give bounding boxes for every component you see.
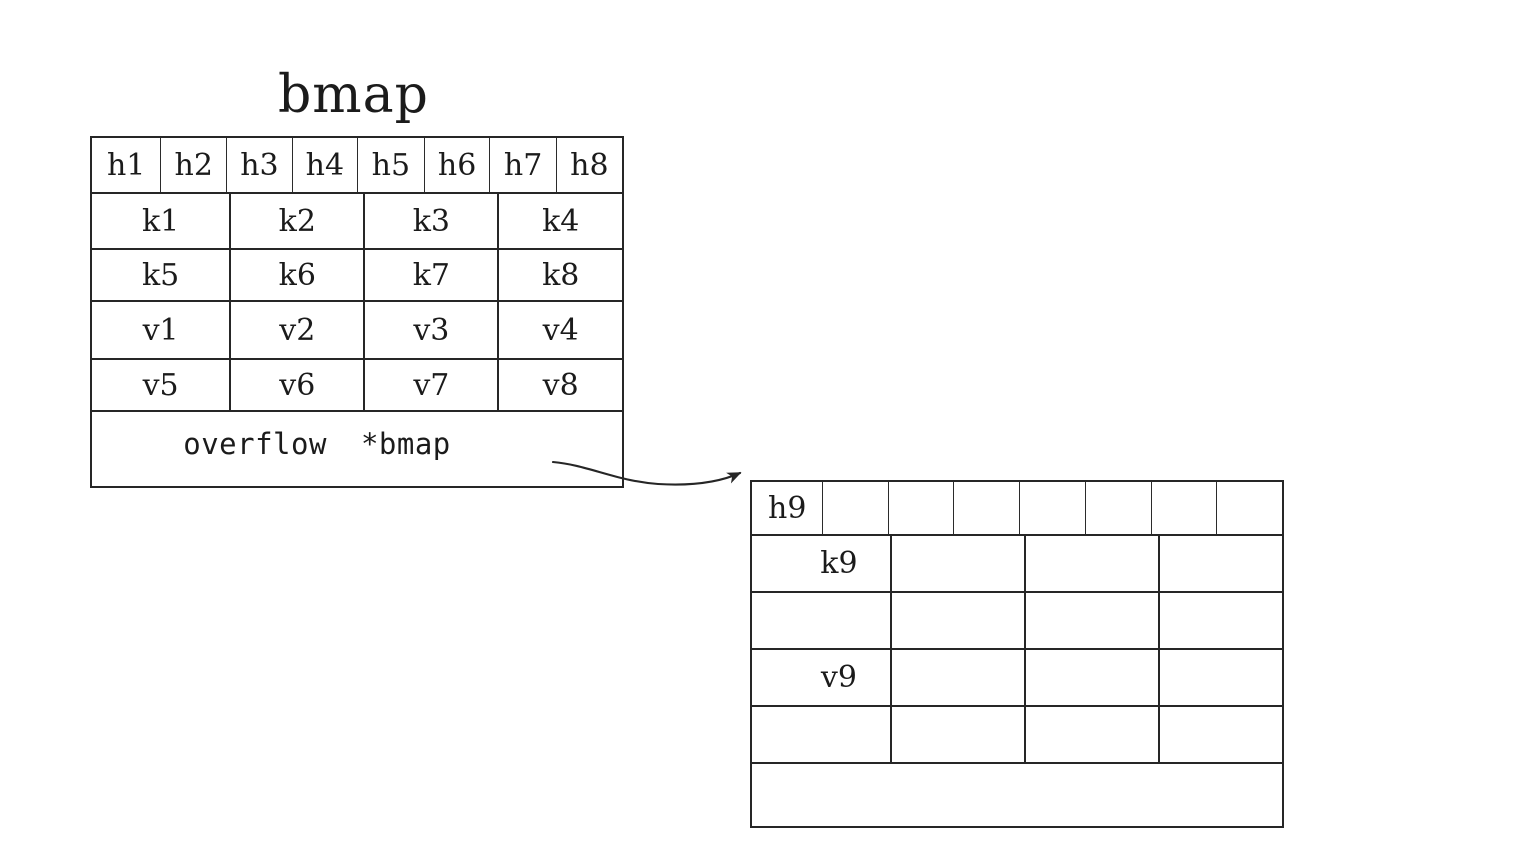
overflow-tophash-cell-7 xyxy=(1150,482,1217,534)
overflow-keys-row-1: k9 xyxy=(752,534,1282,591)
bmap-key-cell-k5: k5 xyxy=(142,257,180,293)
bmap-tophash-cell-8: h8 xyxy=(555,138,622,192)
bmap-struct-table: h1 h2 h3 h4 h5 h6 h7 h8 k1 k2 k3 k4 k5 k… xyxy=(90,136,624,488)
overflow-value-cell-v9: v9 xyxy=(820,660,857,695)
bmap-overflow-cell: overflow *bmap xyxy=(92,412,622,476)
bmap-value-cell-v7: v7 xyxy=(363,360,497,410)
overflow-value-cell-3 xyxy=(1023,650,1158,705)
overflow-value-cell-2 xyxy=(889,650,1024,705)
bmap-value-cell-v8: v8 xyxy=(497,360,622,410)
bmap-tophash-row: h1 h2 h3 h4 h5 h6 h7 h8 xyxy=(92,138,622,192)
overflow-key-cell-2 xyxy=(889,536,1024,591)
bmap-tophash-cell-7: h7 xyxy=(489,138,555,192)
overflow-key-cell-3 xyxy=(1023,536,1158,591)
bmap-tophash-cell-2: h2 xyxy=(160,138,226,192)
overflow-tophash-row: h9 xyxy=(752,482,1282,534)
overflow-tophash-cell-1: h9 xyxy=(768,490,807,526)
bmap-key-cell-k1: k1 xyxy=(142,203,180,239)
bmap-value-cell-v3: v3 xyxy=(363,302,497,358)
overflow-key-cell-k9: k9 xyxy=(820,546,858,581)
bmap-value-cell-v6: v6 xyxy=(229,360,363,410)
overflow-bucket-overflow-cell xyxy=(752,764,1282,824)
overflow-tophash-cell-3 xyxy=(887,482,954,534)
overflow-key-cell-6 xyxy=(889,593,1024,648)
overflow-key-cell-8 xyxy=(1157,593,1282,648)
overflow-pointer-label: *bmap xyxy=(360,427,451,461)
overflow-tophash-cell-5 xyxy=(1019,482,1085,534)
overflow-value-cell-6 xyxy=(889,707,1024,762)
bmap-value-cell-v4: v4 xyxy=(497,302,622,358)
bmap-tophash-cell-6: h6 xyxy=(423,138,490,192)
bmap-overflow-row: overflow *bmap xyxy=(92,410,622,476)
bmap-key-cell-k7: k7 xyxy=(363,250,497,300)
overflow-tophash-cell-6 xyxy=(1084,482,1151,534)
bmap-values-row-1: v1 v2 v3 v4 xyxy=(92,300,622,358)
overflow-label: overflow xyxy=(183,427,327,461)
bmap-value-cell-v2: v2 xyxy=(229,302,363,358)
overflow-value-cell-8 xyxy=(1157,707,1282,762)
bmap-key-cell-k4: k4 xyxy=(497,194,622,248)
overflow-key-cell-5 xyxy=(752,593,890,648)
overflow-value-cell-4 xyxy=(1157,650,1282,705)
overflow-values-row-2 xyxy=(752,705,1282,762)
bmap-keys-row-2: k5 k6 k7 k8 xyxy=(92,248,622,300)
bmap-tophash-cell-5: h5 xyxy=(356,138,424,192)
bmap-value-cell-v1: v1 xyxy=(142,312,179,348)
page-title: bmap xyxy=(278,65,429,125)
overflow-bucket-table: h9 k9 v9 xyxy=(750,480,1284,828)
overflow-values-row-1: v9 xyxy=(752,648,1282,705)
overflow-tophash-cell-2 xyxy=(821,482,888,534)
bmap-key-cell-k3: k3 xyxy=(363,194,497,248)
overflow-value-cell-5 xyxy=(752,707,890,762)
overflow-key-cell-4 xyxy=(1157,536,1282,591)
overflow-value-cell-7 xyxy=(1023,707,1158,762)
overflow-keys-row-2 xyxy=(752,591,1282,648)
bmap-key-cell-k8: k8 xyxy=(497,250,622,300)
bmap-values-row-2: v5 v6 v7 v8 xyxy=(92,358,622,410)
overflow-key-cell-7 xyxy=(1023,593,1158,648)
bmap-key-cell-k2: k2 xyxy=(229,194,363,248)
bmap-tophash-cell-1: h1 xyxy=(106,147,146,183)
bmap-keys-row-1: k1 k2 k3 k4 xyxy=(92,192,622,248)
overflow-bucket-overflow-row xyxy=(752,762,1282,824)
overflow-tophash-cell-4 xyxy=(953,482,1019,534)
bmap-tophash-cell-4: h4 xyxy=(291,138,357,192)
overflow-tophash-cell-8 xyxy=(1216,482,1282,534)
bmap-tophash-cell-3: h3 xyxy=(226,138,292,192)
bmap-value-cell-v5: v5 xyxy=(142,367,179,403)
bmap-key-cell-k6: k6 xyxy=(229,250,363,300)
